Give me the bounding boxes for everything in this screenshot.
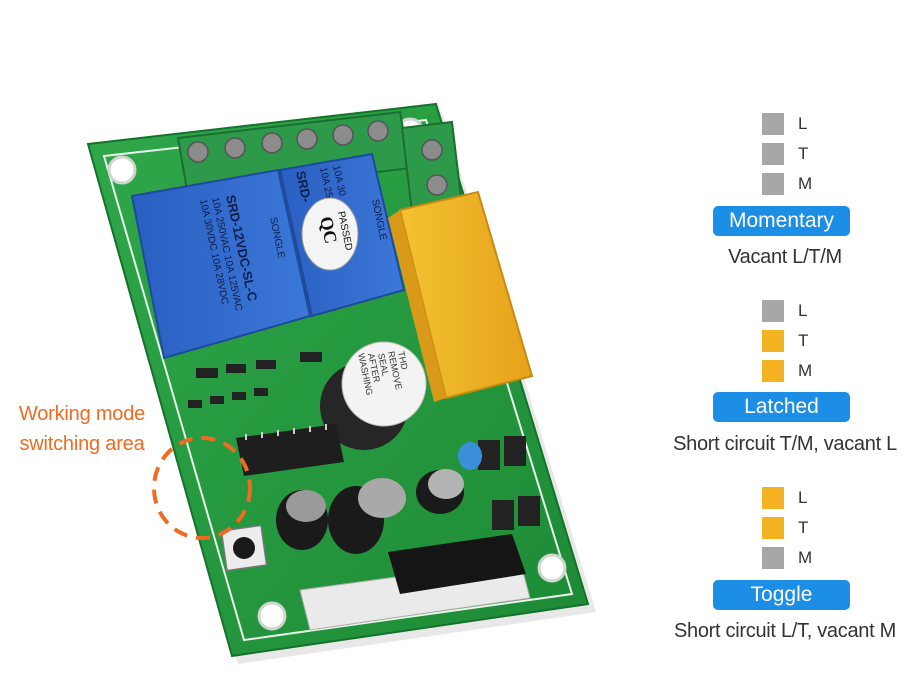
buzzer: THD REMOVE SEAL AFTER WASHING (320, 341, 427, 450)
pin-letter: L (798, 488, 808, 507)
mode-description: Vacant L/T/M (728, 246, 842, 268)
pin-letter: T (798, 331, 809, 350)
mode-description: Short circuit L/T, vacant M (674, 620, 896, 642)
ic-chip (236, 424, 344, 476)
callout-working-mode: Working mode (18, 403, 146, 425)
pin-letter: L (798, 301, 808, 320)
qc-passed-sticker: QC PASSED (301, 197, 359, 271)
pin-letter: M (798, 548, 813, 567)
pin-swatch (762, 173, 784, 195)
pin-swatch (762, 300, 784, 322)
relay-1: SRD-12VDC-SL-C 10A 250VAC 10A 125VAC 10A… (130, 168, 312, 360)
mode-momentary: L T M Momentary Vacant L/T/M (650, 113, 920, 273)
pin-swatch (762, 330, 784, 352)
pin-swatch (762, 547, 784, 569)
mode-latched: L T M Latched Short circuit T/M, vacant … (650, 300, 920, 460)
pin-swatch (762, 113, 784, 135)
pin-swatch (762, 517, 784, 539)
relay-board-photo: SRD-12VDC-SL-C 10A 250VAC 10A 125VAC 10A… (86, 102, 596, 664)
pin-swatch (762, 487, 784, 509)
electrolytic-capacitors (276, 469, 464, 554)
mode-badge-momentary: Momentary (713, 206, 850, 236)
svg-text:THD: THD (396, 350, 410, 371)
push-button (220, 524, 268, 572)
mode-description: Short circuit T/M, vacant L (673, 433, 897, 455)
pin-letter: T (798, 144, 809, 163)
pin-letter: M (798, 361, 813, 380)
pin-swatch (762, 360, 784, 382)
svg-text:SRD-: SRD- (293, 170, 314, 204)
mode-switch-highlight-circle (152, 436, 252, 540)
smd-components (188, 352, 540, 530)
svg-text:SEAL: SEAL (376, 352, 391, 377)
mode-toggle: L T M Toggle Short circuit L/T, vacant M (650, 487, 920, 647)
mode-badge-latched: Latched (713, 392, 850, 422)
pin-swatch (762, 143, 784, 165)
pin-letter: L (798, 114, 808, 133)
mode-badge-toggle: Toggle (713, 580, 850, 610)
rf-module (299, 534, 531, 631)
callout-switching-area: switching area (19, 433, 145, 455)
pin-letter: M (798, 174, 813, 193)
yellow-capacitor (388, 190, 534, 402)
ceramic-capacitor (458, 442, 482, 470)
pin-letter: T (798, 518, 809, 537)
